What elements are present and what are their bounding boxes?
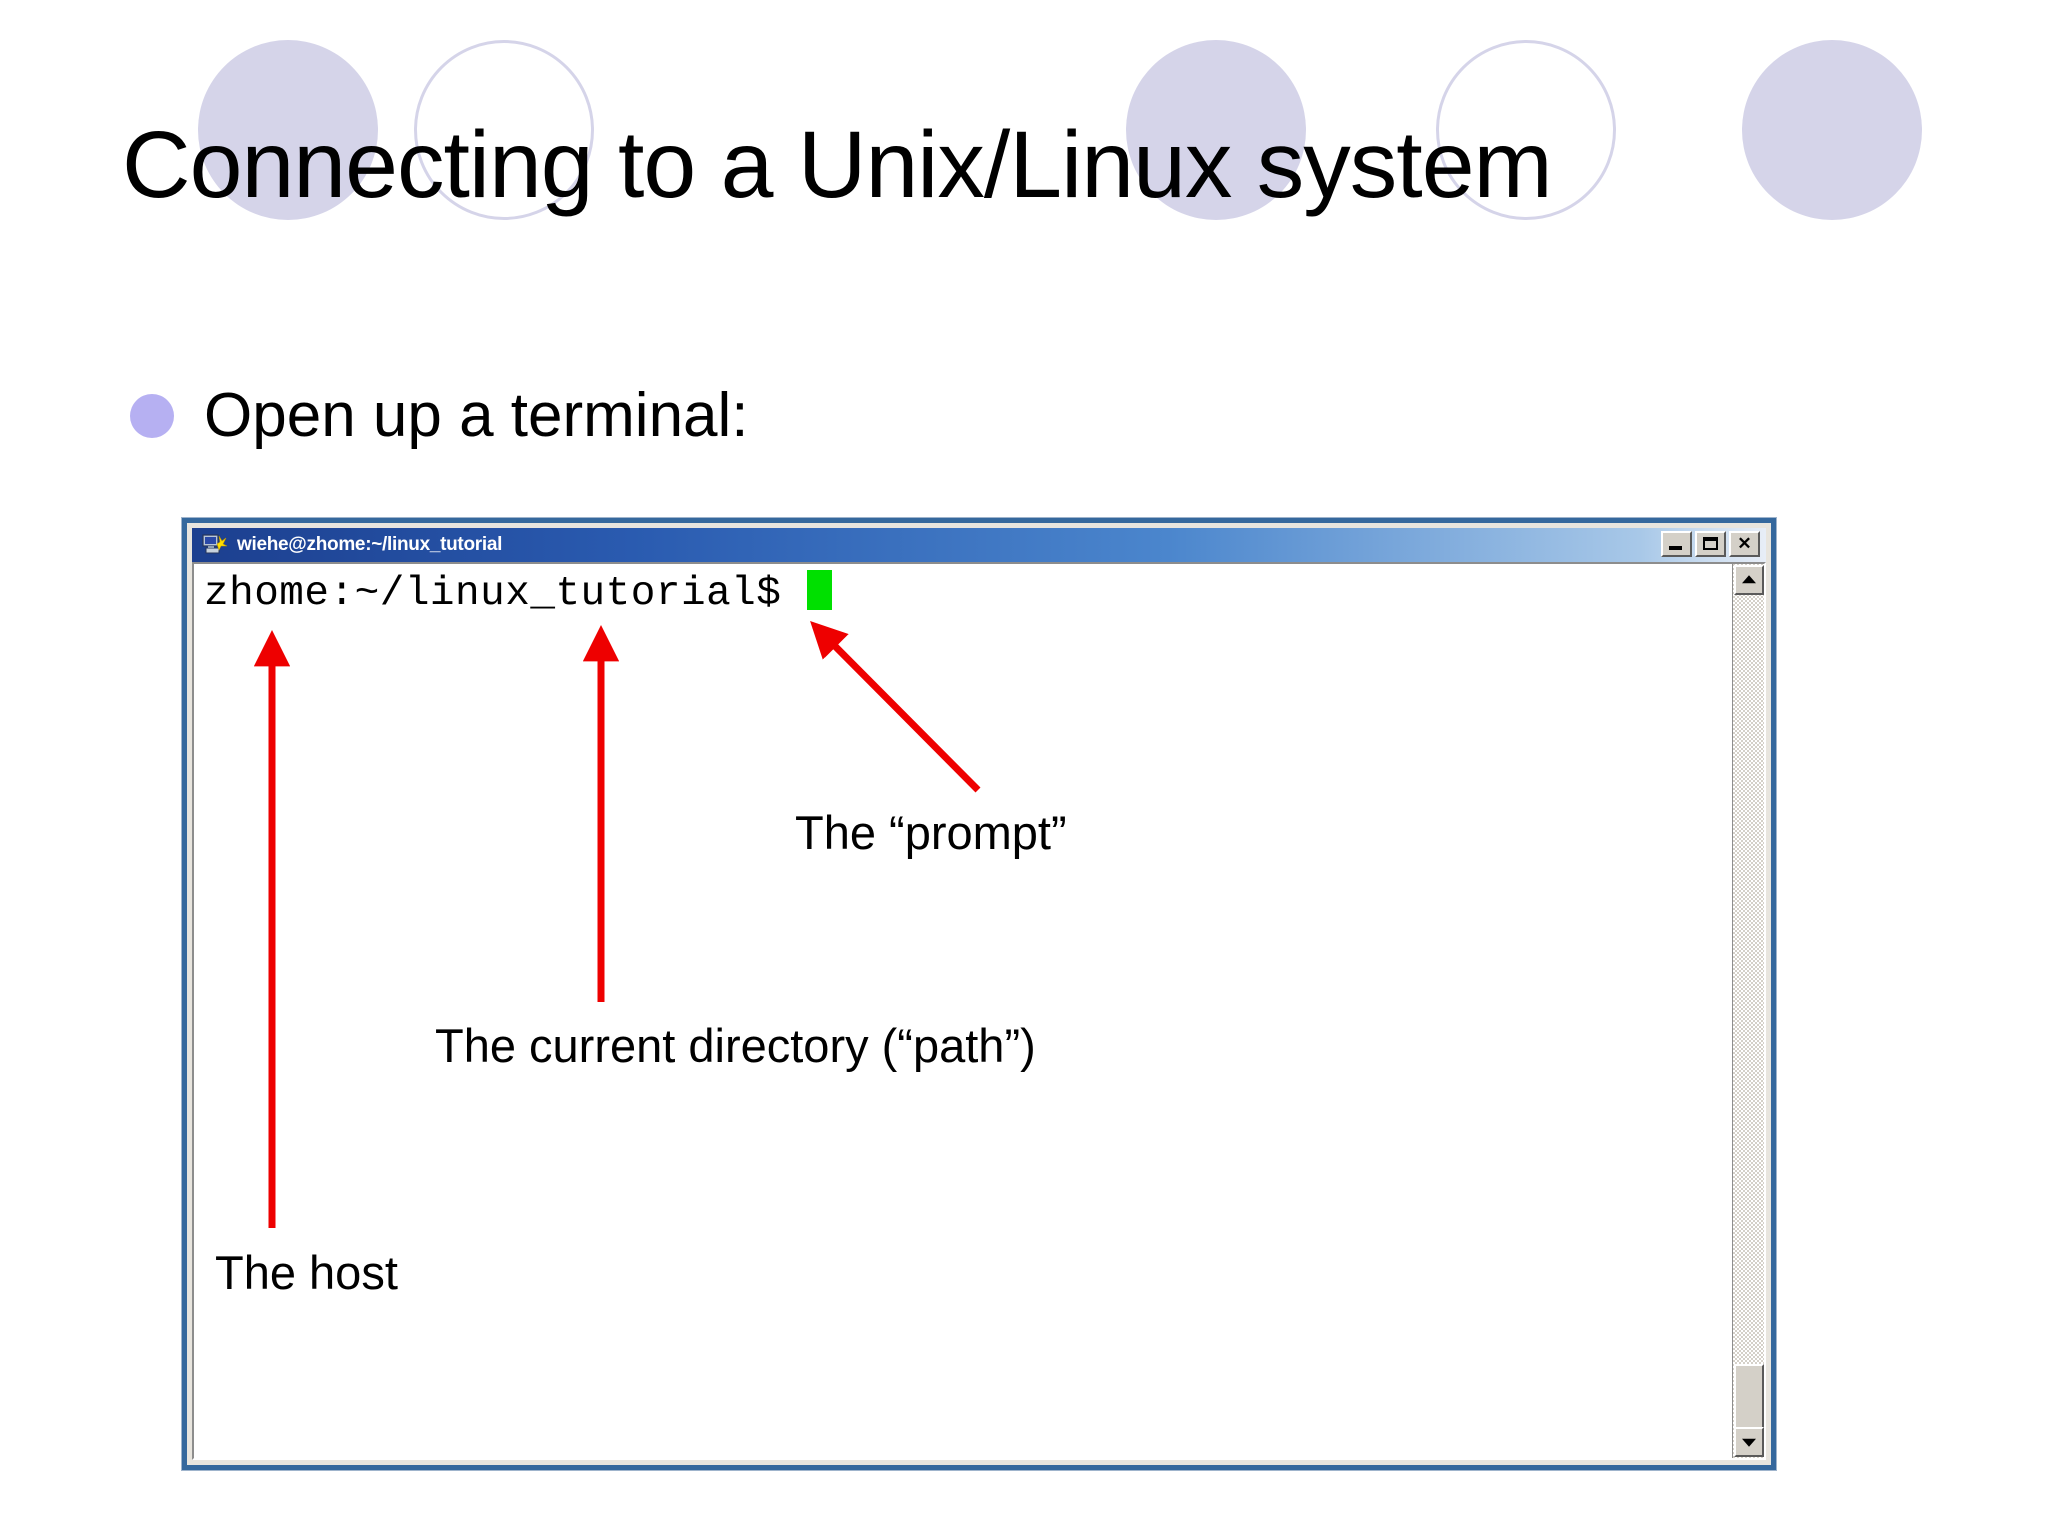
annotation-label-path: The current directory (“path”) xyxy=(435,1019,1036,1072)
scrollbar-thumb[interactable] xyxy=(1734,1364,1764,1432)
bullet-text: Open up a terminal: xyxy=(204,381,749,450)
scroll-down-button[interactable] xyxy=(1734,1427,1764,1457)
scroll-up-button[interactable] xyxy=(1734,565,1764,595)
terminal-window[interactable]: wiehe@zhome:~/linux_tutorial ✕ zhome:~/l… xyxy=(182,518,1776,1470)
minimize-icon xyxy=(1669,546,1682,550)
annotation-label-prompt: The “prompt” xyxy=(795,806,1067,859)
terminal-client-area[interactable]: zhome:~/linux_tutorial$ xyxy=(192,562,1766,1460)
page-title: Connecting to a Unix/Linux system xyxy=(122,112,1553,218)
close-icon: ✕ xyxy=(1737,534,1752,553)
terminal-output: zhome:~/linux_tutorial$ xyxy=(204,570,832,618)
window-controls: ✕ xyxy=(1661,531,1760,557)
maximize-button[interactable] xyxy=(1695,531,1726,557)
putty-computer-icon xyxy=(202,533,228,557)
bullet-row: Open up a terminal: xyxy=(130,380,749,451)
minimize-button[interactable] xyxy=(1661,531,1692,557)
annotation-label-host: The host xyxy=(215,1246,398,1299)
vertical-scrollbar[interactable] xyxy=(1732,564,1764,1458)
bullet-circle-icon xyxy=(130,393,174,438)
terminal-cursor xyxy=(806,570,832,610)
maximize-icon xyxy=(1703,537,1718,550)
close-button[interactable]: ✕ xyxy=(1729,531,1760,557)
chevron-up-icon xyxy=(1742,575,1756,584)
terminal-prompt-text: zhome:~/linux_tutorial$ xyxy=(204,571,807,617)
window-titlebar[interactable]: wiehe@zhome:~/linux_tutorial ✕ xyxy=(192,528,1766,562)
window-title-text: wiehe@zhome:~/linux_tutorial xyxy=(237,534,503,555)
chevron-down-icon xyxy=(1742,1438,1756,1447)
